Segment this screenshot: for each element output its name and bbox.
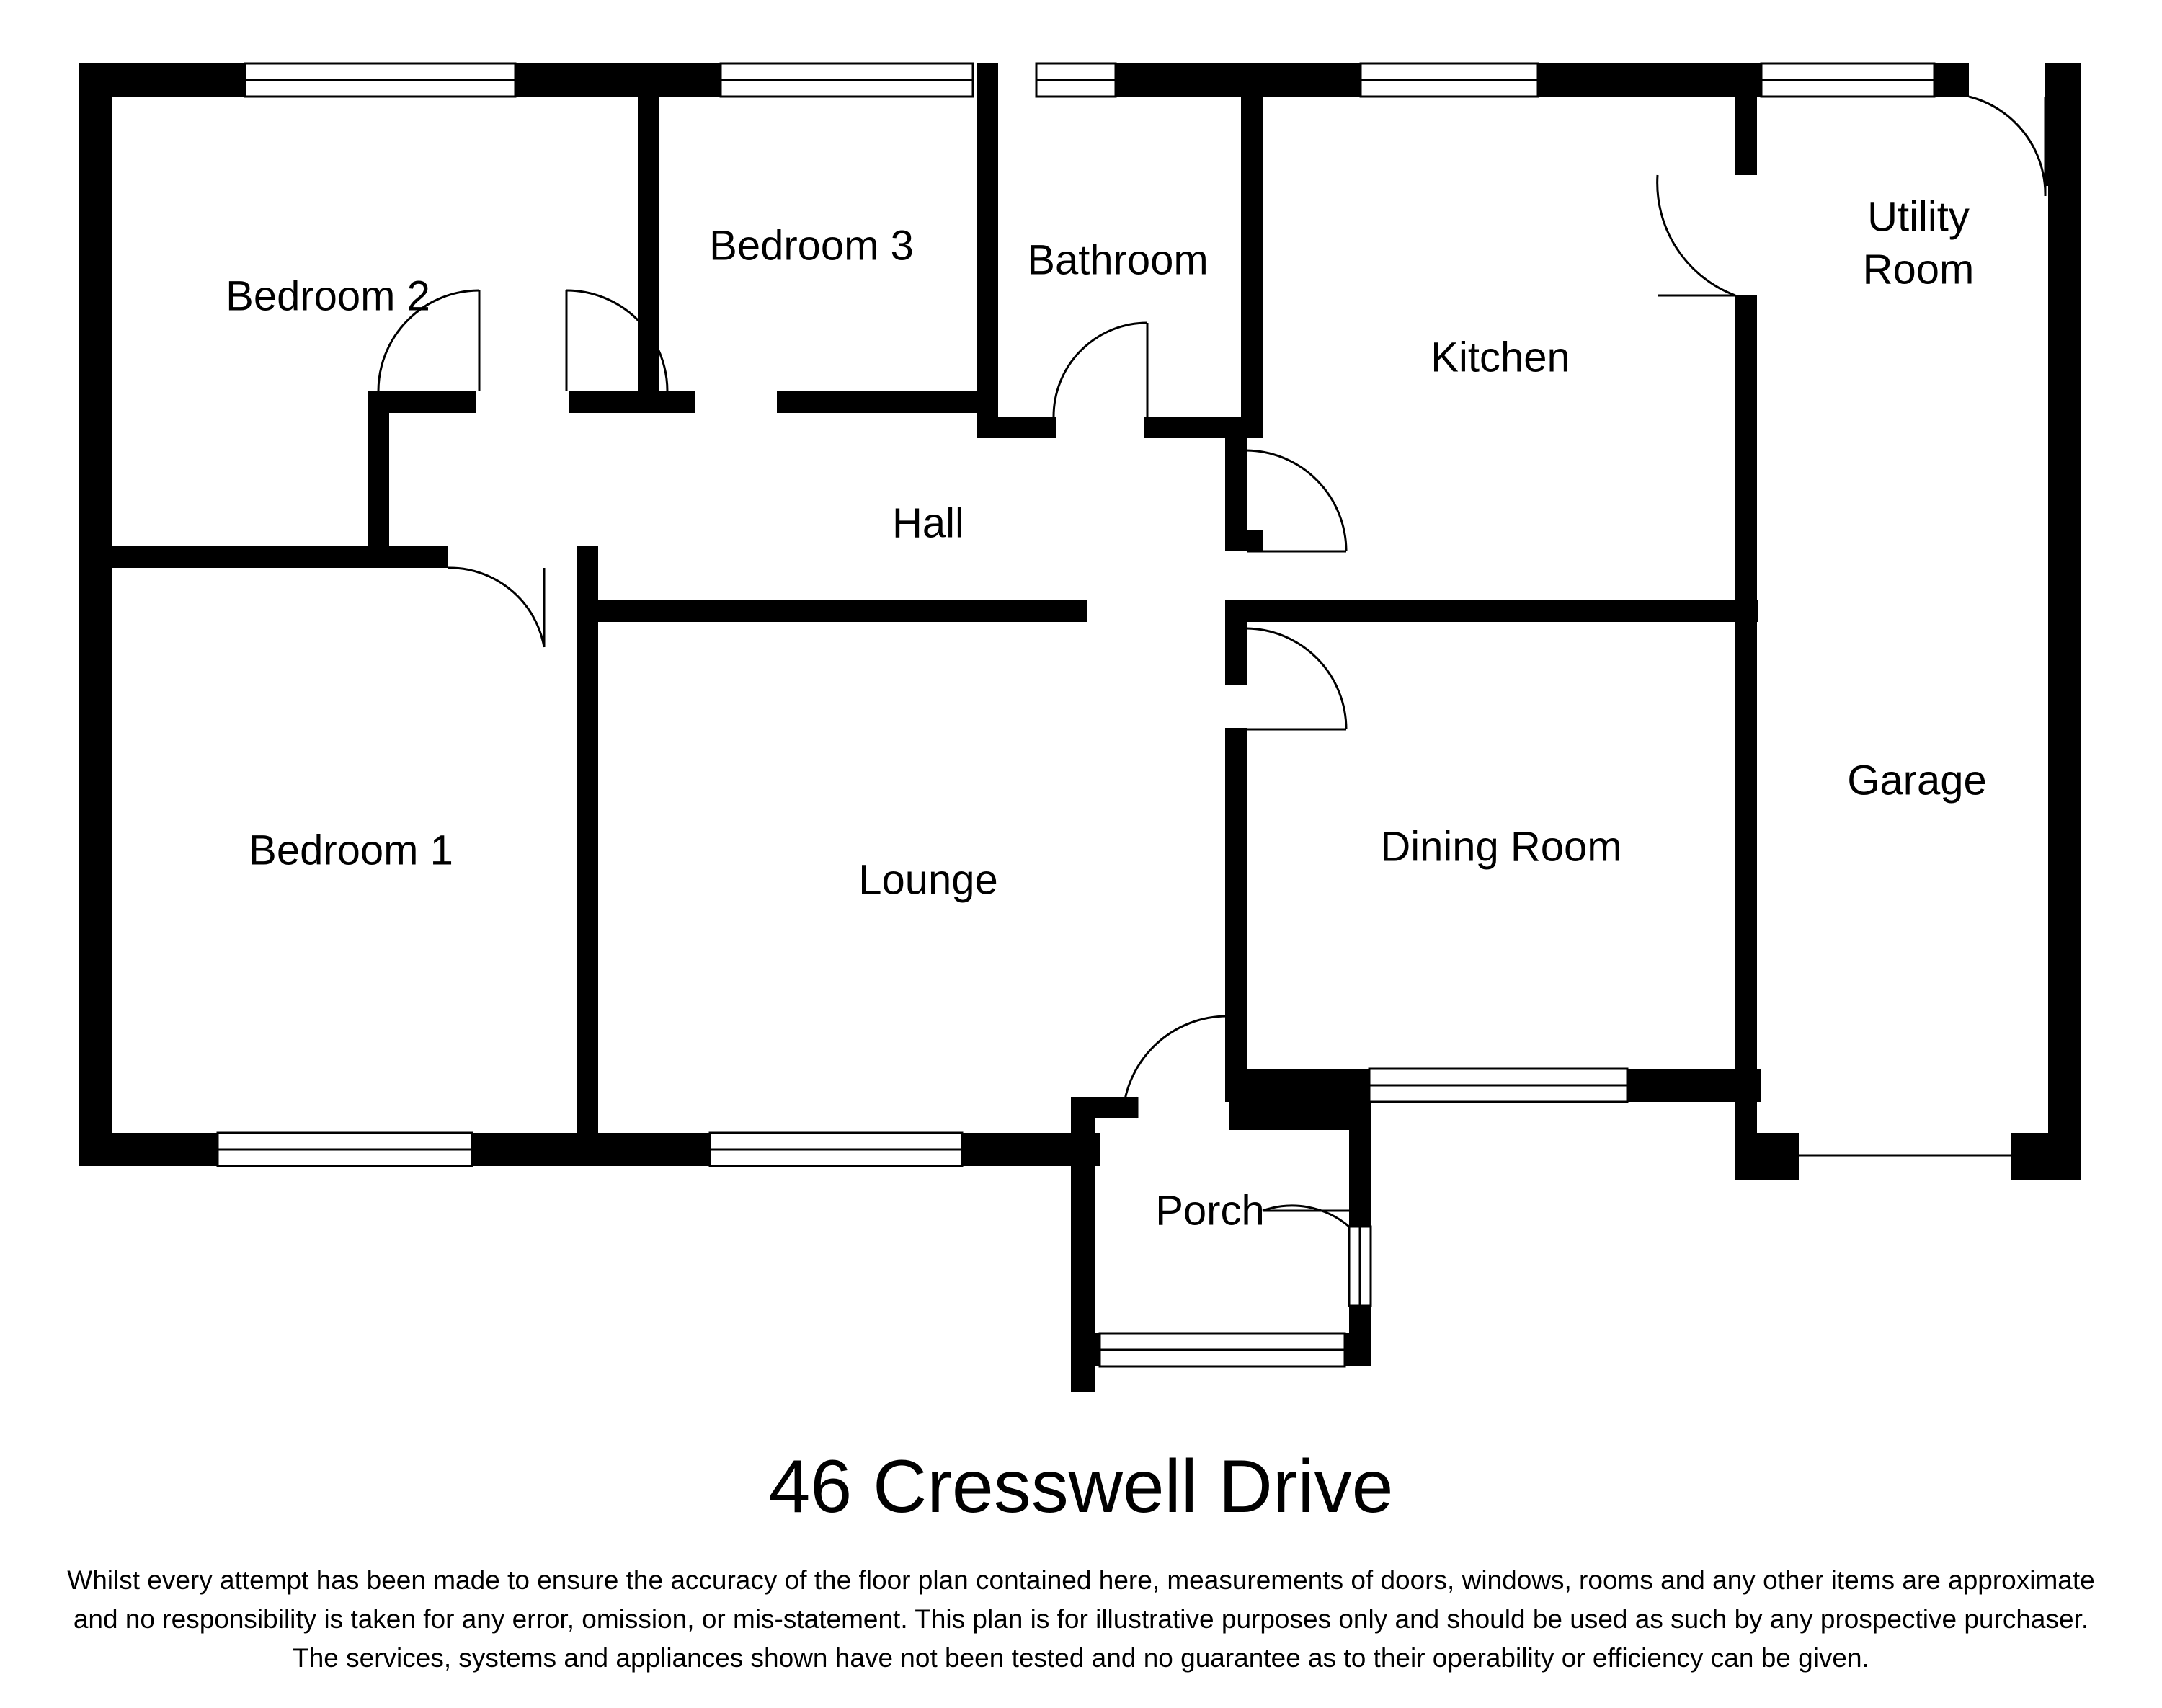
room-label-hall: Hall [892,499,964,546]
window-bedroom-1-south [216,1131,473,1167]
wall-porch-south-seg-1 [1071,1333,1100,1366]
wall-porch-south-seg-2 [1345,1333,1371,1366]
room-label-porch: Porch [1155,1187,1265,1234]
disclaimer-line-3: The services, systems and appliances sho… [293,1642,1869,1673]
wall-hall-kitchen-upper [1225,432,1247,548]
window-dining-south [1368,1067,1629,1103]
wall-bathroom-kitchen [1241,63,1263,438]
wall-south-seg-1 [79,1133,218,1166]
wall-garage-southeast-stub [2011,1133,2081,1180]
wall-hall-kitchen-jog [1225,530,1263,551]
window-bathroom-top [1035,62,1117,98]
window-bedroom-2-top [244,62,517,98]
door-porch-external [1262,1204,1350,1228]
disclaimer-text: Whilst every attempt has been made to en… [0,1528,2162,1677]
wall-bedroom3-bathroom [977,63,998,438]
window-porch-south [1098,1332,1346,1368]
floorplan-drawing: Bedroom 2 Bedroom 3 Bathroom Kitchen Uti… [79,62,2081,1392]
door-bathroom [1052,321,1149,417]
door-utility-kitchen [1656,174,1736,297]
room-labels-group: Bedroom 2 Bedroom 3 Bathroom Kitchen Uti… [226,193,1987,1234]
door-bedroom-1 [448,566,546,648]
wall-kitchen-dining [1225,600,1758,622]
room-label-bathroom: Bathroom [1027,236,1208,283]
wall-porch-east-cap [1349,1211,1371,1227]
window-lounge-south [708,1131,964,1167]
caption-block: 46 Cresswell Drive Whilst every attempt … [0,1405,2162,1677]
wall-west-exterior [79,63,112,1166]
wall-bathroom-south-seg-1 [977,417,1056,438]
wall-bedroom2-east [368,391,389,557]
room-label-dining-room: Dining Room [1380,823,1622,870]
window-utility-top [1760,62,1936,98]
wall-north-seg-2 [515,63,721,97]
wall-north-seg-5 [1934,63,1969,97]
room-label-utility-room-line2: Room [1863,246,1975,293]
wall-north-seg-3 [1116,63,1361,97]
window-kitchen-top [1359,62,1539,98]
wall-dining-south-seg-1 [1225,1069,1369,1102]
door-utility-external [1968,95,2047,197]
door-kitchen-hall [1246,449,1348,553]
door-bedroom-2 [377,289,481,392]
wall-bedroom2-bedroom3 [638,63,659,395]
room-label-bedroom-1: Bedroom 1 [249,827,453,873]
doors-group [377,95,2047,1228]
walls-group [79,63,2081,1392]
windows-group [216,62,1936,1368]
wall-lounge-north [597,600,1087,622]
page-title: 46 Cresswell Drive [768,1445,1394,1529]
wall-lounge-southeast-return [1071,1133,1100,1166]
wall-dining-south-seg-2 [1627,1069,1761,1102]
room-label-utility-room-line1: Utility [1867,193,1970,240]
wall-bedroom1-lounge [577,546,598,1144]
door-bedroom-3 [565,289,669,392]
disclaimer-line-2: and no responsibility is taken for any e… [73,1604,2089,1634]
window-bedroom-3-top [719,62,974,98]
room-label-bedroom-2: Bedroom 2 [226,272,430,319]
wall-bedroom1-north [79,546,448,568]
wall-north-seg-4 [1538,63,1761,97]
wall-porch-east-upper [1349,1097,1371,1211]
wall-south-seg-3 [962,1133,1077,1166]
disclaimer-line-1: Whilst every attempt has been made to en… [67,1565,2095,1596]
door-dining-hall [1246,627,1348,731]
wall-hall-north-seg-3 [777,391,998,413]
room-label-garage: Garage [1847,757,1986,804]
wall-hall-north-seg-2 [569,391,695,413]
door-lounge-porch [1121,1015,1229,1119]
wall-garage-southwest-stub [1735,1133,1799,1180]
room-label-kitchen: Kitchen [1431,334,1570,381]
wall-kitchen-utility-upper [1735,63,1757,175]
wall-east-exterior-upper [2048,63,2081,1166]
wall-porch-north-east [1229,1097,1371,1130]
wall-dining-garage [1735,362,1757,1166]
room-label-lounge: Lounge [858,856,998,903]
wall-dining-west [1225,728,1247,1088]
window-porch-east [1348,1225,1372,1307]
wall-utility-east-return [2045,63,2081,186]
room-label-bedroom-3: Bedroom 3 [709,222,914,269]
